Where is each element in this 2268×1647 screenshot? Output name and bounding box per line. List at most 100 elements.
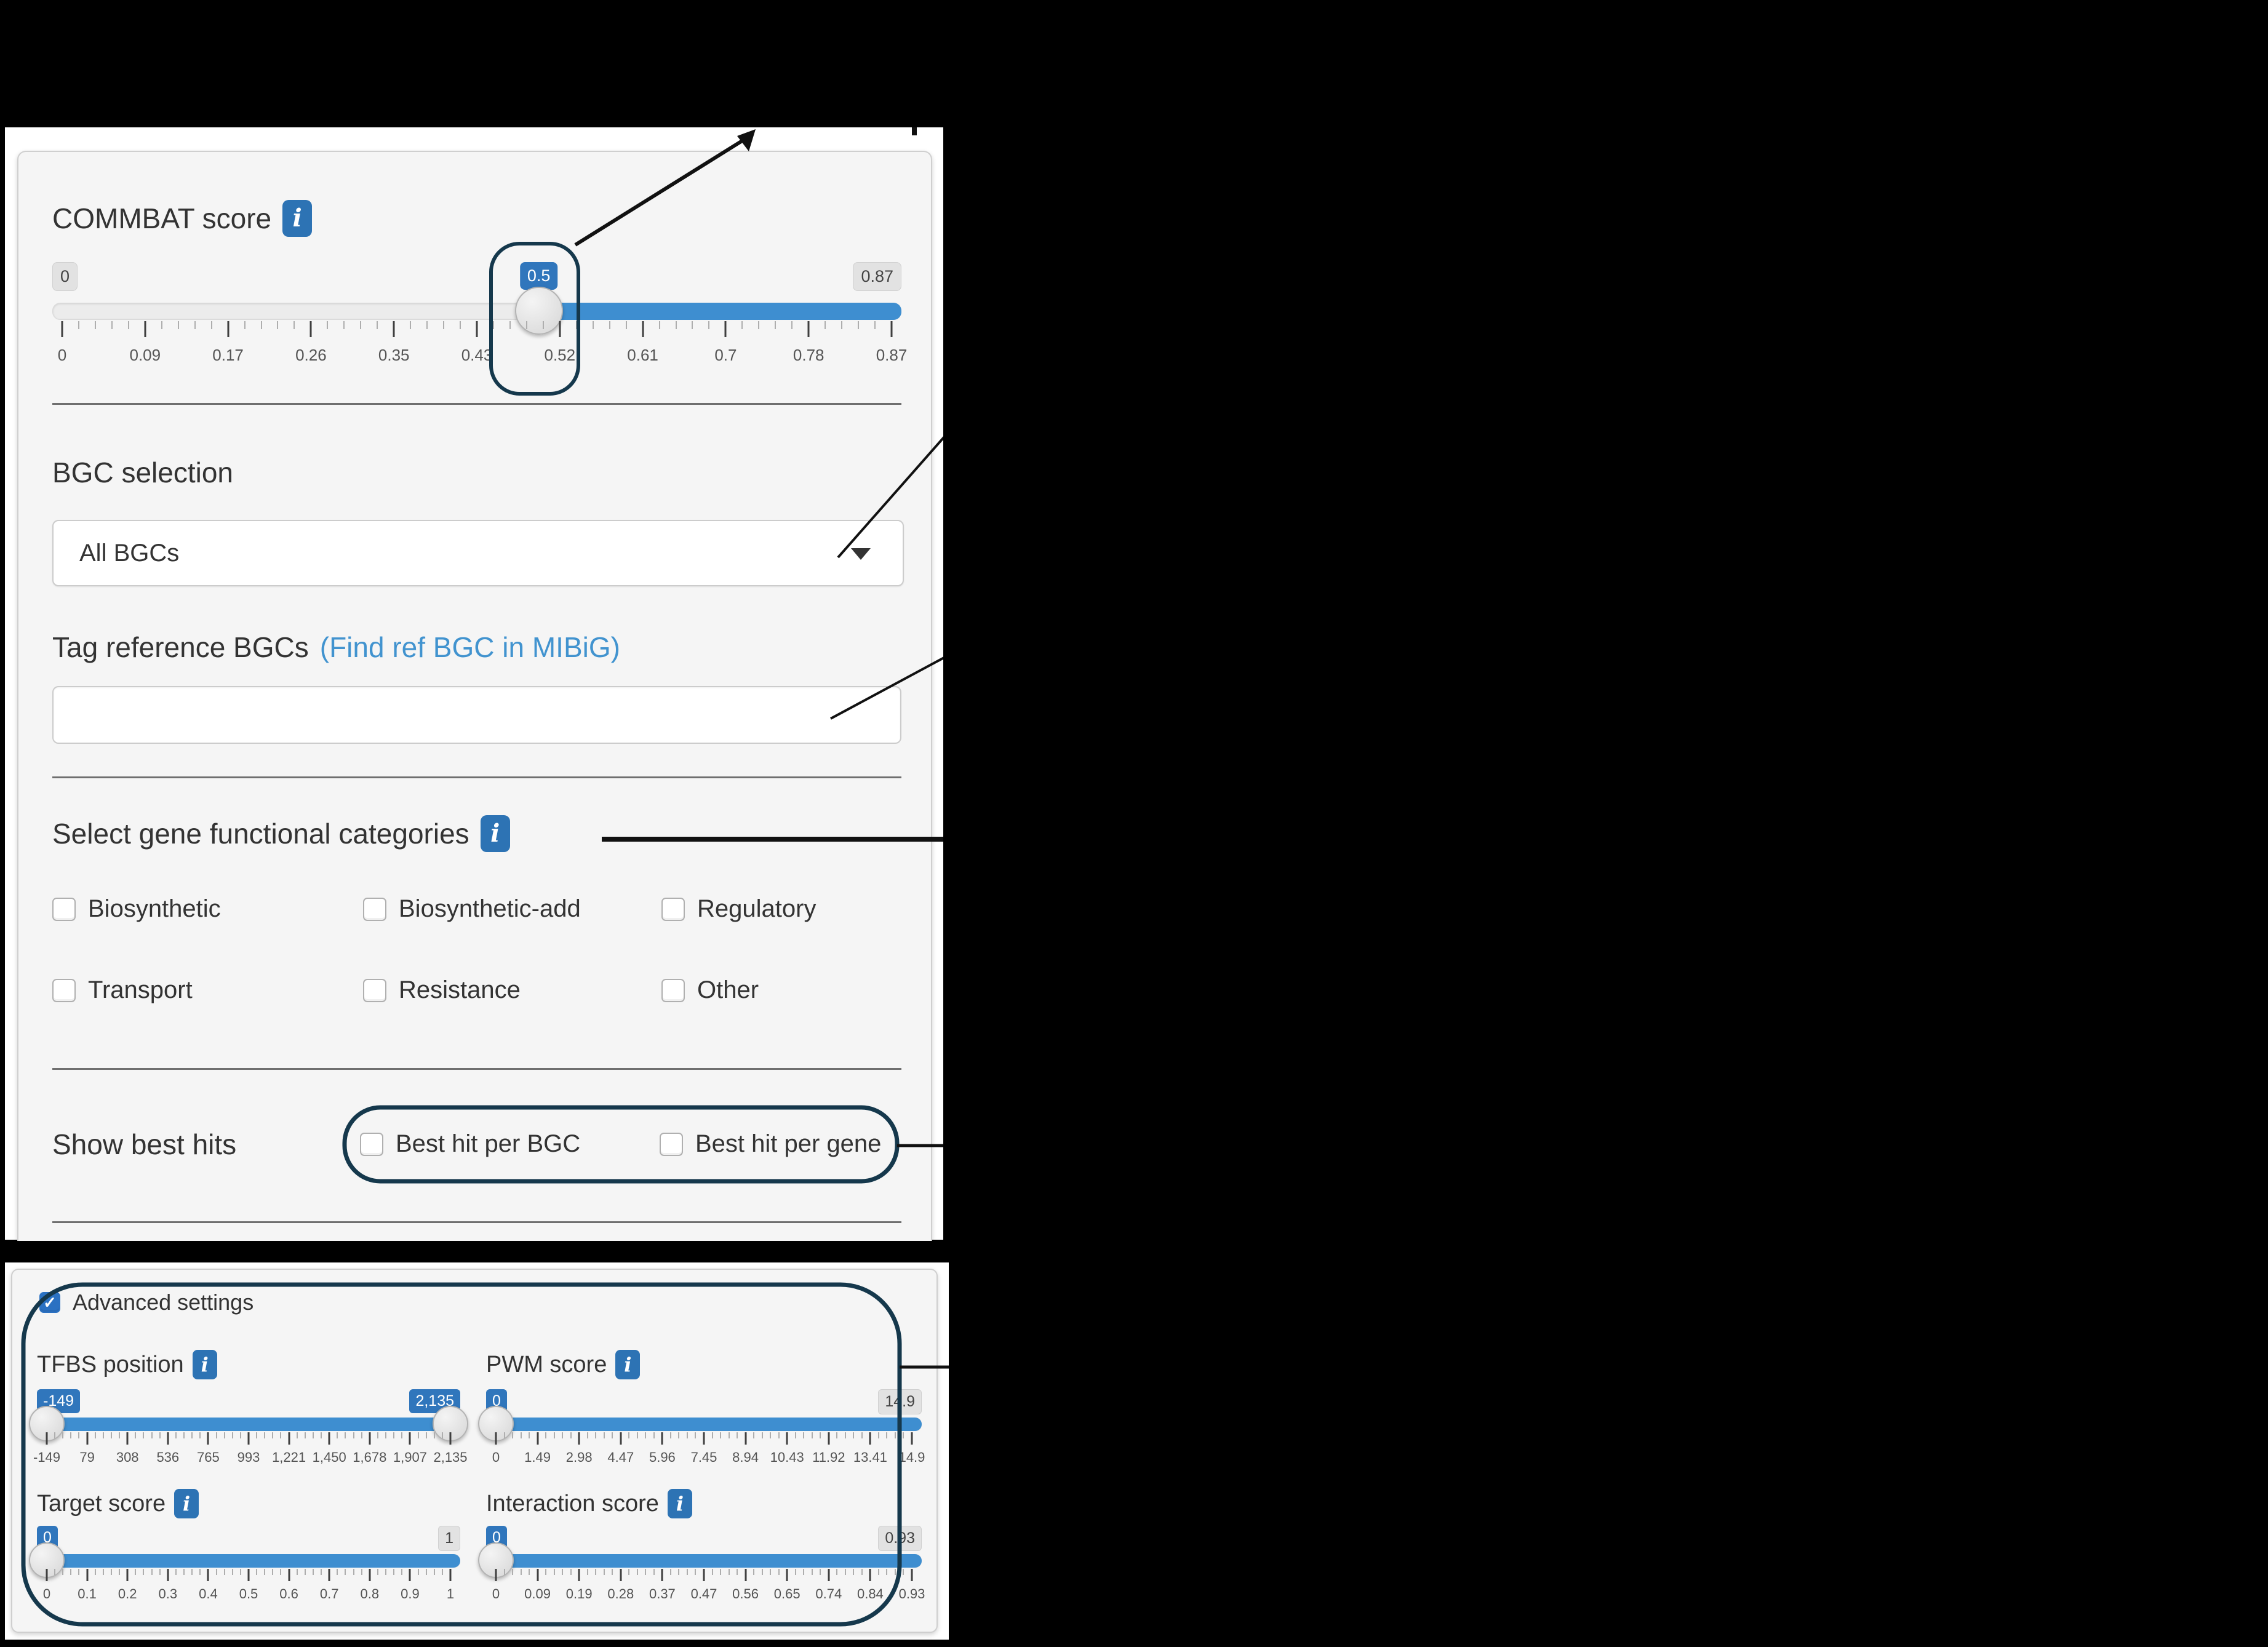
checkbox-box[interactable]: [52, 978, 76, 1002]
tick-mark: [119, 1569, 121, 1575]
gene-categories-label: Select gene functional categories: [52, 818, 469, 850]
checkbox-best-hit-per-bgc[interactable]: Best hit per BGC: [360, 1130, 580, 1158]
tick-mark: [820, 1432, 821, 1438]
mibig-link[interactable]: (Find ref BGC in MIBiG): [319, 631, 620, 663]
tick-mark: [636, 1569, 638, 1575]
tick-mark: [737, 1432, 738, 1438]
advanced-settings-checkbox[interactable]: Advanced settings: [39, 1290, 254, 1315]
checkbox-label: Other: [697, 976, 759, 1003]
tick-mark: [293, 321, 295, 329]
tick-mark: [811, 1569, 813, 1575]
tick-mark: [753, 1432, 755, 1438]
divider: [52, 1221, 901, 1223]
caret-down-icon[interactable]: [851, 548, 871, 560]
slider-track[interactable]: [52, 303, 901, 320]
tick-mark: [256, 1569, 258, 1575]
tick-mark: [728, 1569, 730, 1575]
tick-mark: [393, 1569, 395, 1575]
tick-label: 0.43: [461, 346, 493, 364]
tick-label: 536: [156, 1450, 180, 1465]
tick-mark: [321, 1432, 322, 1438]
tick-mark: [741, 321, 743, 329]
bgc-selection-heading: BGC selection: [52, 456, 233, 489]
tick-mark: [703, 1432, 705, 1445]
tick-mark: [695, 1569, 697, 1575]
tick-label: 1,907: [393, 1450, 427, 1465]
tick-mark: [191, 1569, 193, 1575]
tick-mark: [86, 1432, 89, 1445]
tick-mark: [264, 1569, 266, 1575]
checkbox-regulatory[interactable]: Regulatory: [661, 895, 816, 923]
checkbox-biosynthetic[interactable]: Biosynthetic: [52, 895, 221, 923]
checkbox-best-hit-per-gene[interactable]: Best hit per gene: [660, 1130, 881, 1158]
tick-mark: [595, 1569, 597, 1575]
tick-mark: [288, 1569, 290, 1581]
info-icon[interactable]: [282, 200, 313, 237]
tick-label: 1.49: [524, 1450, 551, 1465]
tick-label: 0.56: [732, 1586, 759, 1601]
info-icon[interactable]: [667, 1489, 692, 1518]
tick-mark: [409, 1569, 411, 1581]
best-hits-heading: Show best hits: [52, 1128, 236, 1161]
bgc-selection-dropdown[interactable]: All BGCs: [52, 520, 904, 586]
info-icon[interactable]: [192, 1350, 217, 1379]
checkbox-checked-icon[interactable]: [39, 1292, 60, 1313]
tag-reference-label: Tag reference BGCs: [52, 631, 309, 663]
slider-handle[interactable]: [514, 287, 563, 335]
checkbox-resistance[interactable]: Resistance: [363, 976, 521, 1004]
tick-mark: [199, 1432, 201, 1438]
tick-mark: [54, 1432, 56, 1438]
checkbox-box[interactable]: [363, 897, 386, 921]
tick-mark: [369, 1569, 371, 1581]
tick-mark: [553, 1432, 555, 1438]
advanced-settings-label: Advanced settings: [73, 1290, 254, 1315]
tick-mark: [825, 321, 826, 329]
tick-mark: [695, 1432, 697, 1438]
tick-mark: [126, 1432, 129, 1445]
tick-label: 0.17: [212, 346, 244, 364]
tick-mark: [110, 1432, 112, 1438]
tick-mark: [492, 321, 494, 329]
checkbox-box[interactable]: [661, 978, 685, 1002]
info-icon[interactable]: [480, 815, 510, 852]
tag-reference-input[interactable]: [52, 686, 901, 744]
tick-mark: [417, 1569, 419, 1575]
tick-label: 0.93: [898, 1586, 925, 1601]
tick-label: 1,221: [272, 1450, 306, 1465]
checkbox-transport[interactable]: Transport: [52, 976, 193, 1004]
tick-mark: [844, 1432, 846, 1438]
info-icon[interactable]: [174, 1489, 199, 1518]
tick-mark: [343, 321, 345, 329]
info-icon[interactable]: [615, 1350, 641, 1379]
tick-mark: [786, 1569, 788, 1581]
tick-mark: [385, 1432, 387, 1438]
slider-min-label: 0: [52, 262, 78, 291]
checkbox-biosynthetic-add[interactable]: Biosynthetic-add: [363, 895, 581, 923]
checkbox-box[interactable]: [52, 897, 76, 921]
tick-mark: [794, 1432, 796, 1438]
checkbox-box[interactable]: [660, 1132, 683, 1156]
tick-mark: [869, 1569, 871, 1581]
checkbox-box[interactable]: [360, 1132, 383, 1156]
tick-mark: [877, 1569, 879, 1575]
tick-mark: [327, 321, 329, 329]
tick-mark: [288, 1432, 290, 1445]
tick-label: 1: [446, 1586, 455, 1601]
tick-mark: [94, 1569, 96, 1575]
checkbox-label: Best hit per gene: [695, 1130, 882, 1157]
tick-mark: [503, 1432, 505, 1438]
tick-label: 0.7: [319, 1586, 339, 1601]
tick-mark: [70, 1569, 72, 1575]
tick-mark: [559, 321, 561, 337]
tick-mark: [495, 1432, 497, 1445]
checkbox-box[interactable]: [363, 978, 386, 1002]
checkbox-box[interactable]: [661, 897, 685, 921]
checkbox-other[interactable]: Other: [661, 976, 759, 1004]
tick-mark: [595, 1432, 597, 1438]
tick-mark: [836, 1432, 838, 1438]
